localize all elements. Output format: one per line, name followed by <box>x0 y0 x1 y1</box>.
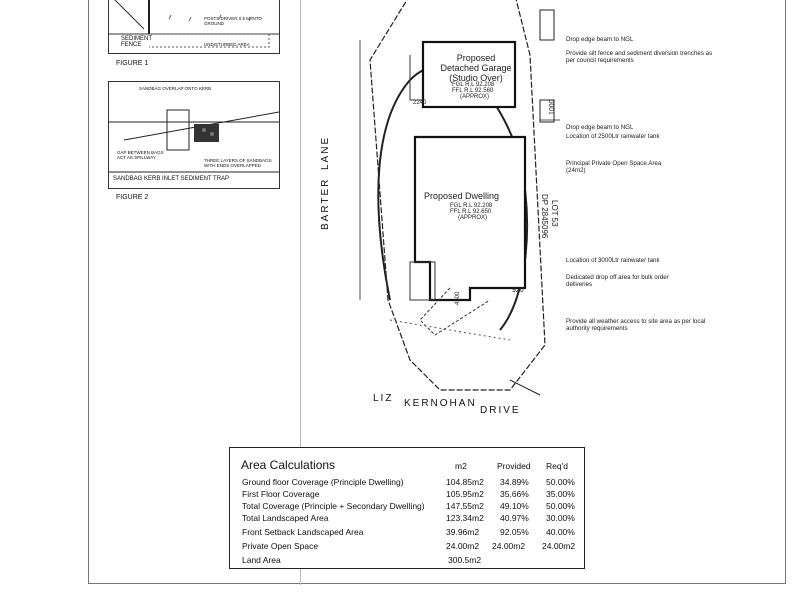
row-m2: 300.5m2 <box>448 555 482 565</box>
row-label: Private Open Space <box>242 541 319 551</box>
sediment-fence-label: SEDIMENT FENCE <box>121 36 153 48</box>
figure-2-drawing <box>109 109 280 173</box>
table-row: Total Landscaped Area 123.34m2 40.97% 30… <box>230 513 584 525</box>
row-reqd: 24.00m2 <box>542 541 576 551</box>
dim-2240: 2240 <box>413 100 427 106</box>
street-kernohan: KERNOHAN <box>404 398 477 409</box>
garage-title: Proposed Detached Garage (Studio Over) <box>440 53 512 83</box>
dwelling-approx: (APPROX) <box>458 215 488 221</box>
row-provided: 40.97% <box>500 513 529 523</box>
row-m2: 105.95m2 <box>446 489 484 499</box>
street-lane: LANE <box>320 135 331 170</box>
note-6: Location of 3000Ltr rainwater tank <box>566 257 660 264</box>
drawing-frame <box>88 0 786 584</box>
note-8: Provide all weather access to site area … <box>566 318 706 333</box>
row-provided: 34.89% <box>500 477 529 487</box>
table-row: Ground floor Coverage (Principle Dwellin… <box>230 477 584 489</box>
row-provided: 24.00m2 <box>492 541 526 551</box>
row-reqd: 40.00% <box>546 527 575 537</box>
dim-4500: 4500 <box>455 291 461 305</box>
row-reqd: 50.00% <box>546 501 575 511</box>
row-m2: 39.96m2 <box>446 527 480 537</box>
dwelling-title: Proposed Dwelling <box>424 191 500 201</box>
note-2: Provide silt fence and sediment diversio… <box>566 50 713 65</box>
table-row: Total Coverage (Principle + Secondary Dw… <box>230 501 584 513</box>
undisturbed-label: UNDISTURBED AREA <box>204 42 250 47</box>
row-m2: 123.34m2 <box>446 513 484 523</box>
dwelling-ffl: FFL R.L 92.650 <box>450 209 492 215</box>
fig2-gap-label: GAP BETWEEN BAGS ACT AS SPILLWAY <box>117 150 164 160</box>
garage-ffl: FFL R.L 92.560 <box>452 88 494 94</box>
dim-920: 920 <box>512 287 524 294</box>
table-row: Front Setback Landscaped Area 39.96m2 92… <box>230 527 584 539</box>
table-row: First Floor Coverage 105.95m2 35.66% 35.… <box>230 489 584 501</box>
note-4: Location of 2500Ltr rainwater tank <box>566 133 660 140</box>
row-provided: 35.66% <box>500 489 529 499</box>
table-title: Area Calculations <box>241 458 336 472</box>
header-m2: m2 <box>455 461 467 471</box>
row-m2: 147.55m2 <box>446 501 484 511</box>
table-row: Land Area 300.5m2 <box>230 555 584 567</box>
dwelling-fgl: FGL R.L 92.208 <box>450 203 493 209</box>
row-label: Total Landscaped Area <box>242 513 329 523</box>
garage-fgl: FGL R.L 92.208 <box>452 82 495 88</box>
row-label: First Floor Coverage <box>242 489 320 499</box>
row-label: Total Coverage (Principle + Secondary Dw… <box>242 501 425 511</box>
figure-1-caption: FIGURE 1 <box>116 60 149 67</box>
street-barter: BARTER <box>320 177 331 230</box>
lot-dp: DP 2845096 <box>540 194 549 239</box>
row-reqd: 30.00% <box>546 513 575 523</box>
header-provided: Provided <box>497 461 531 471</box>
dim-1000: 1000 <box>549 99 556 115</box>
fig2-top-label: SANDBAG OVERLAP ONTO KERB <box>139 86 212 91</box>
street-drive: DRIVE <box>480 405 521 416</box>
figure-2-caption: FIGURE 2 <box>116 194 149 201</box>
note-3: Drop edge beam to NGL <box>566 124 634 131</box>
header-reqd: Req'd <box>546 461 568 471</box>
lot-number: LOT 53 <box>550 200 559 227</box>
row-reqd: 50.00% <box>546 477 575 487</box>
site-plan-drawing <box>359 0 560 396</box>
row-provided: 92.05% <box>500 527 529 537</box>
row-m2: 104.85m2 <box>446 477 484 487</box>
posts-label: POSTS DRIVEN 0.6 M INTO GROUND <box>204 16 262 26</box>
street-liz: LIZ <box>373 393 394 404</box>
row-label: Ground floor Coverage (Principle Dwellin… <box>242 477 404 487</box>
figure-1-detail: POSTS DRIVEN 0.6 M INTO GROUND UNDISTURB… <box>108 0 280 54</box>
row-m2: 24.00m2 <box>446 541 480 551</box>
fig2-title: SANDBAG KERB INLET SEDIMENT TRAP <box>113 176 230 182</box>
table-row: Private Open Space 24.00m2 24.00m2 24.00… <box>230 541 584 553</box>
figure-1-drawing <box>109 0 279 48</box>
divider-line <box>300 0 301 585</box>
fig2-three-label: THREE LAYERS OF SANDBAGS WITH ENDS OVERL… <box>204 158 272 168</box>
note-1: Drop edge beam to NGL <box>566 36 634 43</box>
note-5: Principal Private Open Space Area (24m2) <box>566 160 662 175</box>
row-label: Land Area <box>242 555 281 565</box>
row-provided: 49.10% <box>500 501 529 511</box>
area-calculations-table: Area Calculations m2 Provided Req'd Grou… <box>229 447 585 569</box>
garage-approx: (APPROX) <box>460 94 490 100</box>
figure-2-detail: SANDBAG OVERLAP ONTO KERB GAP BETWEEN BA… <box>108 81 280 189</box>
note-7: Dedicated drop off area for bulk order d… <box>566 274 669 289</box>
row-reqd: 35.00% <box>546 489 575 499</box>
row-label: Front Setback Landscaped Area <box>242 527 364 537</box>
